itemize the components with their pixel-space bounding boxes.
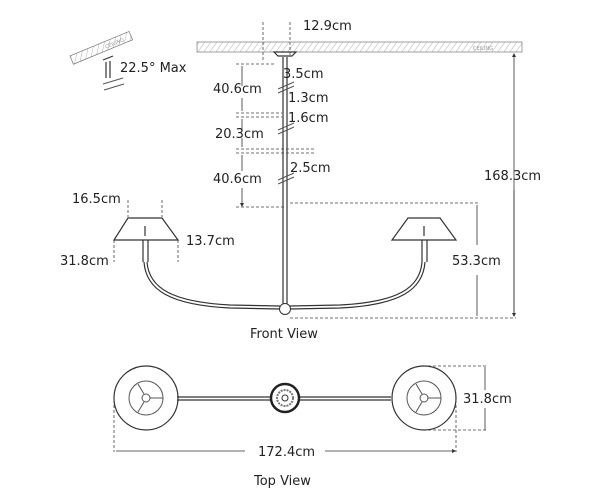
dim-coupling: 1.6cm [288,111,329,126]
dim-canopy-width: 12.9cm [303,19,352,34]
dim-fixture-height: 53.3cm [452,254,501,269]
break-marks [277,81,295,185]
dim-shade-height: 13.7cm [186,234,235,249]
dim-stem-2: 20.3cm [215,127,264,142]
dim-shade-bottom: 31.8cm [60,254,109,269]
front-view-title: Front View [250,327,318,342]
tilted-ceiling-inset: CEILING 22.5° Max [69,30,187,91]
top-dimension-lines: 31.8cm 172.4cm Top View [113,365,512,489]
dim-canopy-height: 3.5cm [283,67,324,82]
stem [282,57,288,305]
front-dimension-labels: 12.9cm 3.5cm 40.6cm 1.3cm 1.6cm 20.3cm 2… [60,19,541,342]
left-candle [142,226,149,262]
dim-overall-height: 168.3cm [484,169,541,184]
angle-label: 22.5° Max [120,61,187,76]
dim-overall-width: 172.4cm [258,445,315,460]
front-view-fixture [112,51,458,315]
right-arm [289,261,426,310]
left-shade [112,217,180,241]
dim-shade-top: 16.5cm [72,192,121,207]
dim-coupling-2: 2.5cm [290,161,331,176]
center-ball [279,303,291,315]
dim-stem-1: 40.6cm [213,82,262,97]
canopy-top [269,382,301,414]
right-shade [390,217,458,241]
dim-stem-3: 40.6cm [213,172,262,187]
right-shade-top [391,365,457,431]
top-view-fixture [113,365,457,431]
ceiling-label: CEILING [473,46,493,52]
top-arms [177,396,391,401]
canopy [272,51,298,57]
left-shade-top [113,365,179,431]
ceiling: CEILING [196,41,523,53]
dim-shade-diameter: 31.8cm [463,392,512,407]
right-candle [421,226,428,262]
left-arm [143,261,281,310]
top-view-title: Top View [253,474,311,489]
dim-stem-diameter: 1.3cm [288,91,329,106]
front-dimension-lines [113,22,516,319]
